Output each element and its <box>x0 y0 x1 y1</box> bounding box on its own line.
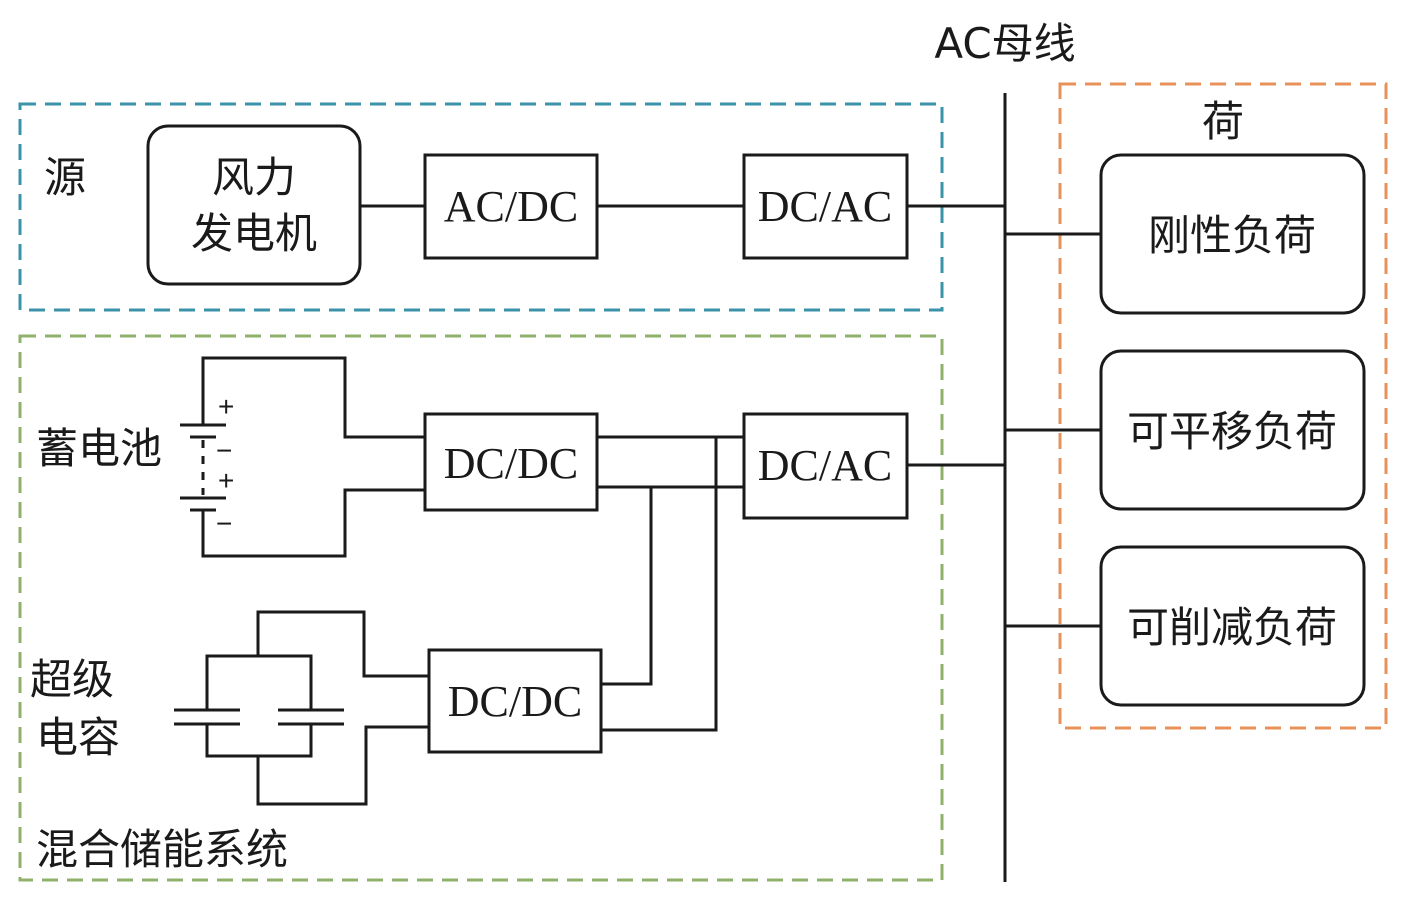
battery-minus-sign-1: − <box>216 435 232 466</box>
source-group-label: 源 <box>44 153 86 202</box>
storage-group-frame <box>18 334 944 882</box>
supercap-label-line1: 超级 <box>30 655 114 704</box>
storage-dc-ac-label: DC/AC <box>758 441 892 490</box>
storage-group-label: 混合储能系统 <box>36 825 288 874</box>
battery-dc-dc-label: DC/DC <box>444 439 578 488</box>
battery-return-wiring <box>201 488 425 558</box>
supercap-label-line2: 电容 <box>36 713 120 762</box>
load-rigid-label: 刚性负荷 <box>1148 211 1316 260</box>
supercap-dc-dc-label: DC/DC <box>448 677 582 726</box>
supercap-parallel-bottom <box>205 724 313 758</box>
wind-generator-label-line1: 风力 <box>212 153 296 202</box>
dc-link-supercap-upper <box>601 487 653 686</box>
battery-label: 蓄电池 <box>36 424 162 473</box>
load-group-label: 荷 <box>1202 97 1244 146</box>
wind-generator-box <box>146 124 362 286</box>
load-curtailable-box <box>1099 545 1366 707</box>
load-group-frame <box>1058 82 1388 730</box>
load-shiftable-label: 可平移负荷 <box>1127 407 1337 456</box>
battery-plus-sign-2: + <box>218 465 234 496</box>
storage-dc-ac-converter <box>742 412 909 520</box>
wind-generator-label-line2: 发电机 <box>191 209 317 258</box>
battery-dc-dc-converter <box>423 412 599 512</box>
load-shiftable-box <box>1099 349 1366 511</box>
load-rigid-box <box>1099 153 1366 315</box>
supercap-dc-dc-converter <box>427 648 603 754</box>
battery-plus-sign-1: + <box>218 391 234 422</box>
source-ac-dc-label: AC/DC <box>444 182 578 231</box>
source-ac-dc-converter <box>423 153 599 260</box>
supercap-upper-wiring <box>256 610 429 678</box>
dc-link-supercap-lower <box>601 437 718 732</box>
supercap-parallel-top <box>205 654 313 710</box>
ac-bus-label: AC母线 <box>934 19 1075 68</box>
source-dc-ac-label: DC/AC <box>758 182 892 231</box>
battery-minus-sign-2: − <box>216 508 232 539</box>
battery-wiring <box>201 356 425 439</box>
load-curtailable-label: 可削减负荷 <box>1127 603 1337 652</box>
supercap-lower-wiring <box>256 725 429 806</box>
